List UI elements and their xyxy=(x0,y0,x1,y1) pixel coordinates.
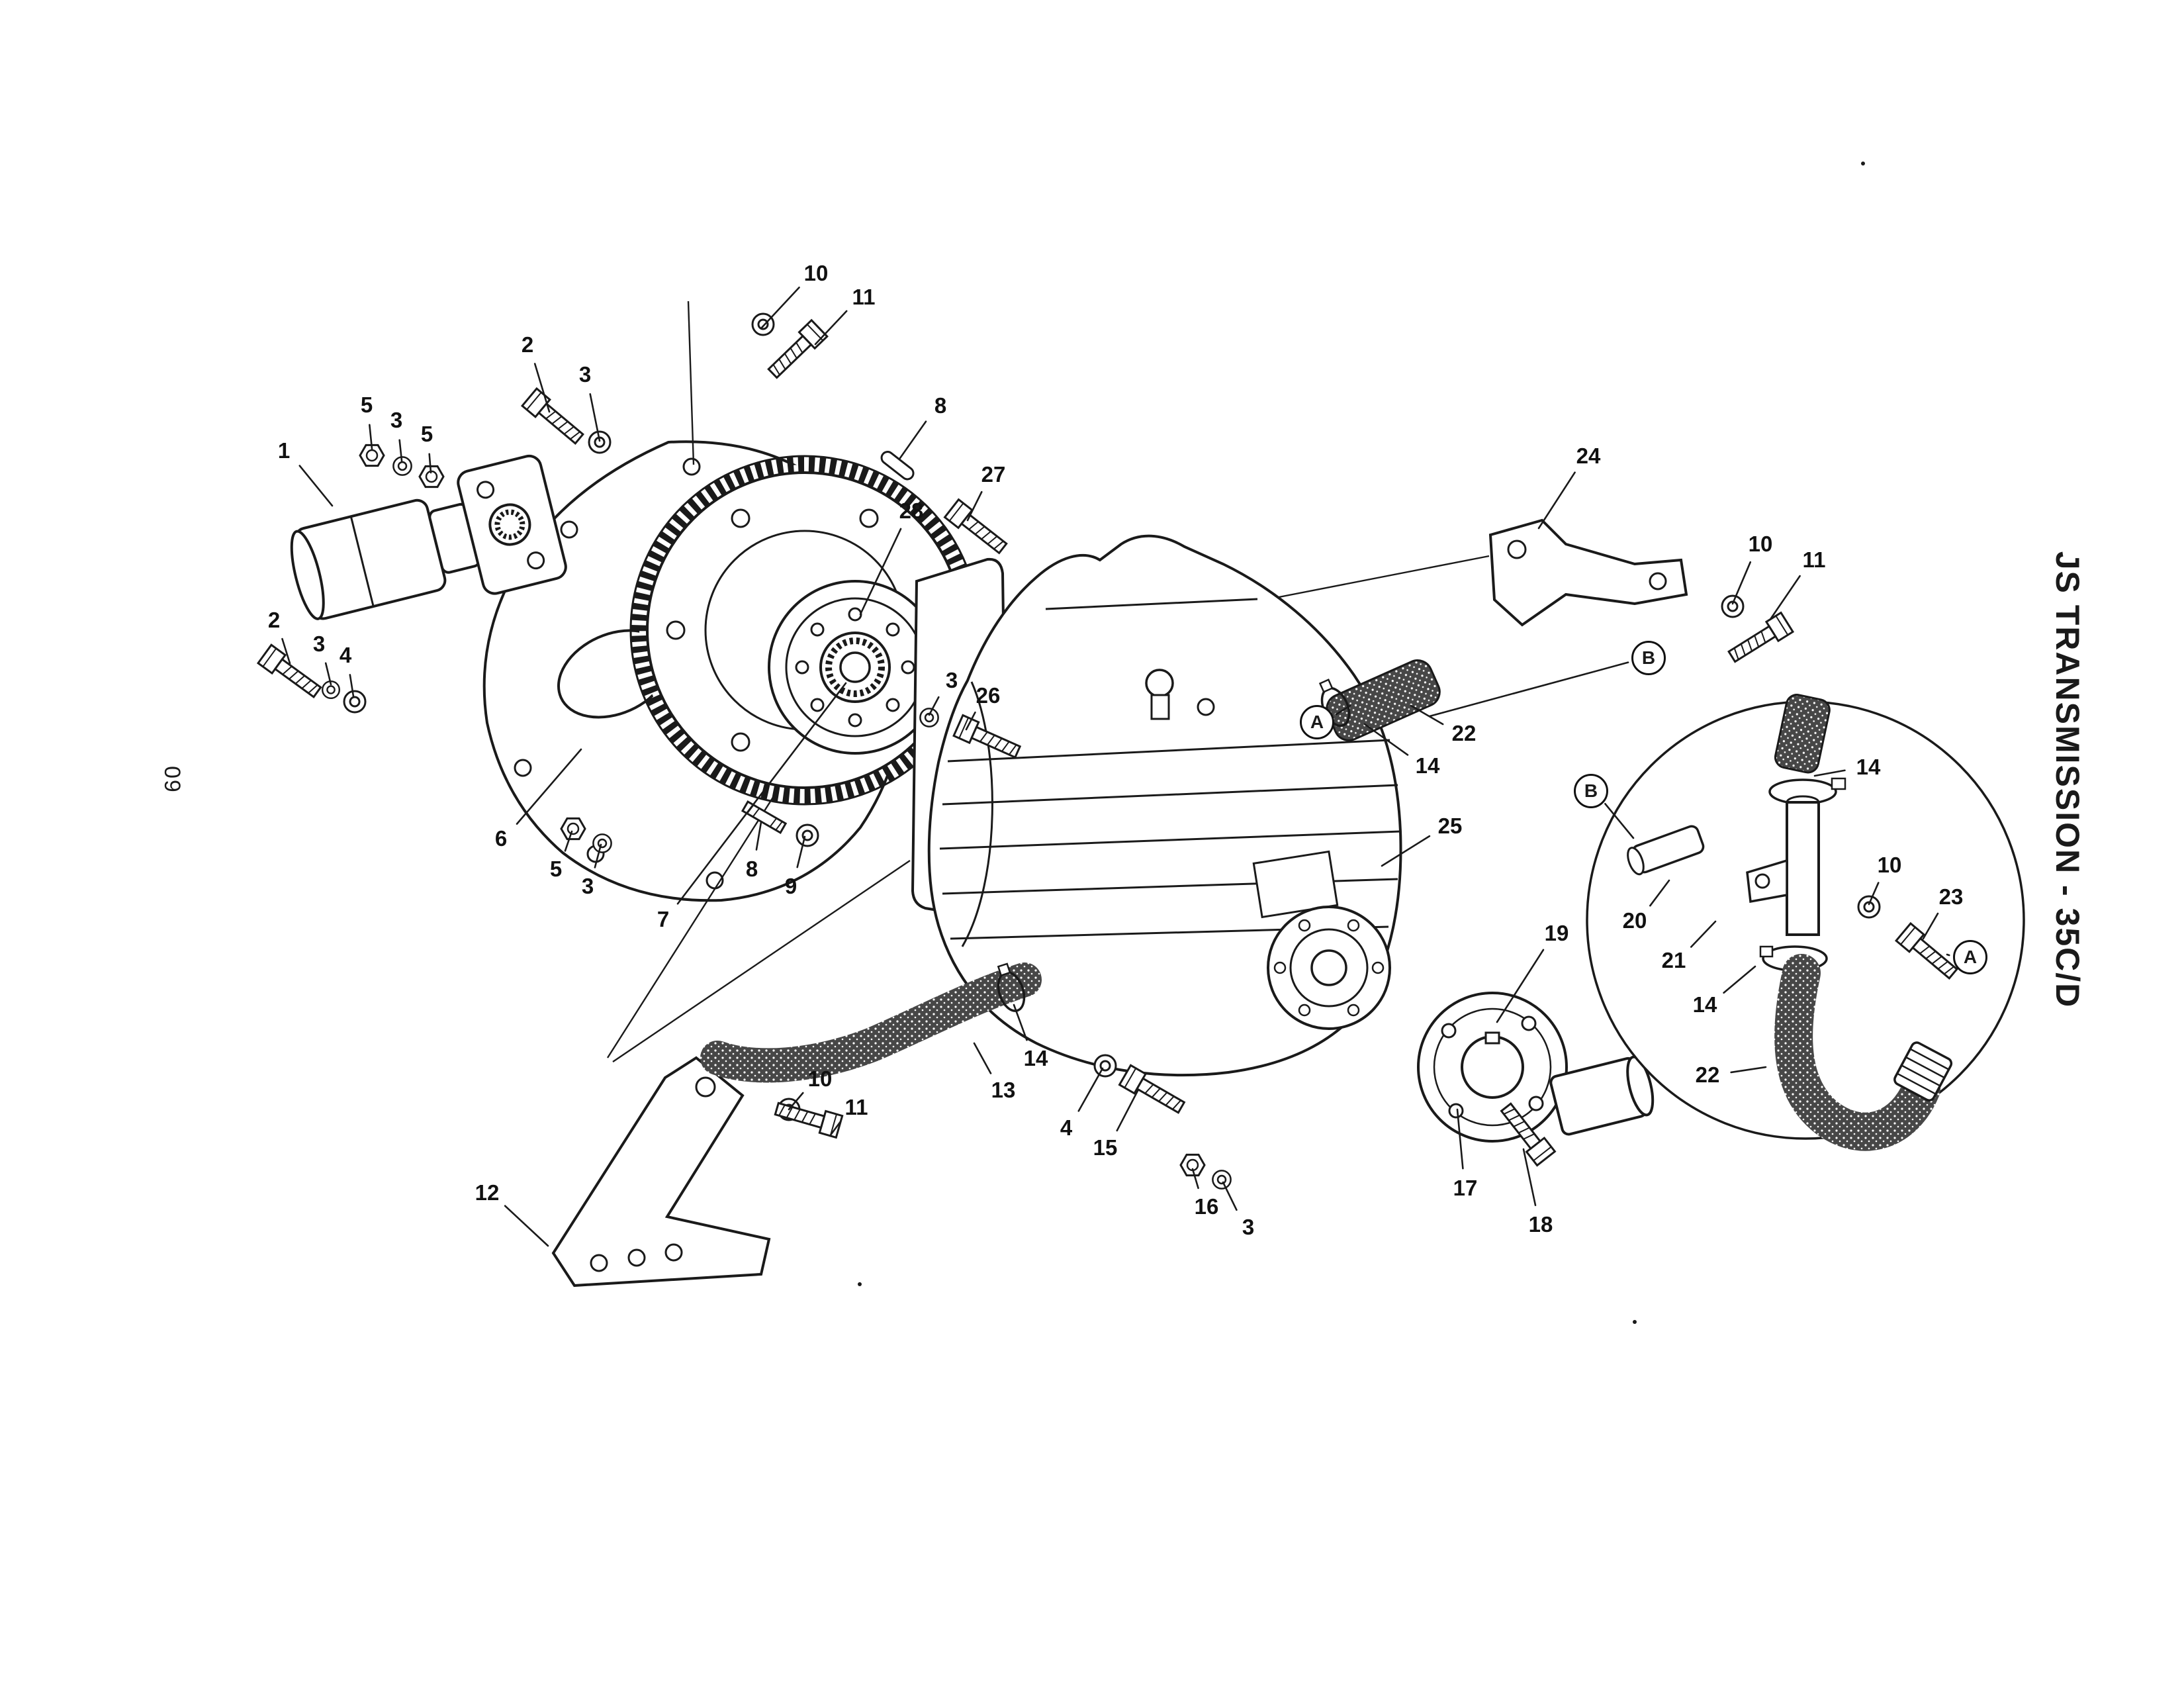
ref-letter-B: B xyxy=(1574,774,1608,808)
callout-24: 24 xyxy=(1576,444,1601,468)
callout-18: 18 xyxy=(1528,1212,1553,1237)
hose-part xyxy=(700,960,1042,1083)
callout-22: 22 xyxy=(1451,721,1477,745)
callout-10: 10 xyxy=(1748,532,1773,556)
callout-19: 19 xyxy=(1544,921,1569,945)
callout-5: 5 xyxy=(549,857,563,881)
page-number: 60 xyxy=(160,765,186,792)
callout-27: 27 xyxy=(981,462,1006,487)
callout-9: 9 xyxy=(784,874,797,898)
callout-3: 3 xyxy=(312,632,326,656)
callout-6: 6 xyxy=(494,826,508,851)
bracket-upper-part xyxy=(1488,518,1688,627)
callout-21: 21 xyxy=(1661,948,1686,972)
callout-2: 2 xyxy=(521,332,534,357)
callout-13: 13 xyxy=(991,1078,1016,1102)
callout-15: 15 xyxy=(1093,1135,1118,1160)
callout-5: 5 xyxy=(420,422,433,446)
callout-28: 28 xyxy=(899,498,924,523)
detail-view xyxy=(1586,694,2025,1151)
scan-specks xyxy=(858,162,1865,1324)
callout-2: 2 xyxy=(267,608,281,632)
callout-3: 3 xyxy=(581,874,594,898)
callout-3: 3 xyxy=(578,362,592,387)
callout-10: 10 xyxy=(803,261,829,285)
bracket-lower-part xyxy=(551,1056,771,1288)
callout-14: 14 xyxy=(1415,753,1440,778)
starter-motor-part xyxy=(290,454,567,620)
callout-8: 8 xyxy=(934,393,947,418)
callout-4: 4 xyxy=(1060,1115,1073,1140)
callout-1: 1 xyxy=(277,438,291,463)
callout-4: 4 xyxy=(339,643,352,667)
callout-3: 3 xyxy=(390,408,403,432)
callout-17: 17 xyxy=(1453,1176,1478,1200)
ref-letter-A: A xyxy=(1300,705,1334,739)
callout-3: 3 xyxy=(1242,1215,1255,1239)
callout-23: 23 xyxy=(1938,884,1964,909)
callout-26: 26 xyxy=(976,683,1001,708)
callout-12: 12 xyxy=(475,1180,500,1205)
callout-10: 10 xyxy=(807,1066,833,1091)
callout-20: 20 xyxy=(1622,908,1647,933)
callout-3: 3 xyxy=(945,668,958,692)
callout-5: 5 xyxy=(360,393,373,417)
callout-11: 11 xyxy=(1802,547,1826,572)
callout-22: 22 xyxy=(1695,1062,1720,1087)
callout-14: 14 xyxy=(1023,1046,1048,1070)
page-title: JS TRANSMISSION - 35C/D xyxy=(2049,551,2086,1009)
callout-14: 14 xyxy=(1692,992,1717,1017)
callout-11: 11 xyxy=(852,285,876,309)
callout-11: 11 xyxy=(844,1095,868,1119)
output-coupling-part xyxy=(1417,992,1568,1143)
gearbox-case-part xyxy=(927,534,1402,1077)
callout-16: 16 xyxy=(1194,1194,1219,1219)
coupling-sleeve-part xyxy=(1549,1055,1655,1136)
damper-plate-part xyxy=(768,580,942,755)
callout-25: 25 xyxy=(1437,814,1463,838)
callout-7: 7 xyxy=(657,907,670,931)
callout-14: 14 xyxy=(1856,755,1881,779)
ref-letter-A: A xyxy=(1953,940,1987,974)
callout-10: 10 xyxy=(1877,853,1902,877)
callout-8: 8 xyxy=(745,857,758,881)
ref-letter-B: B xyxy=(1631,641,1666,675)
